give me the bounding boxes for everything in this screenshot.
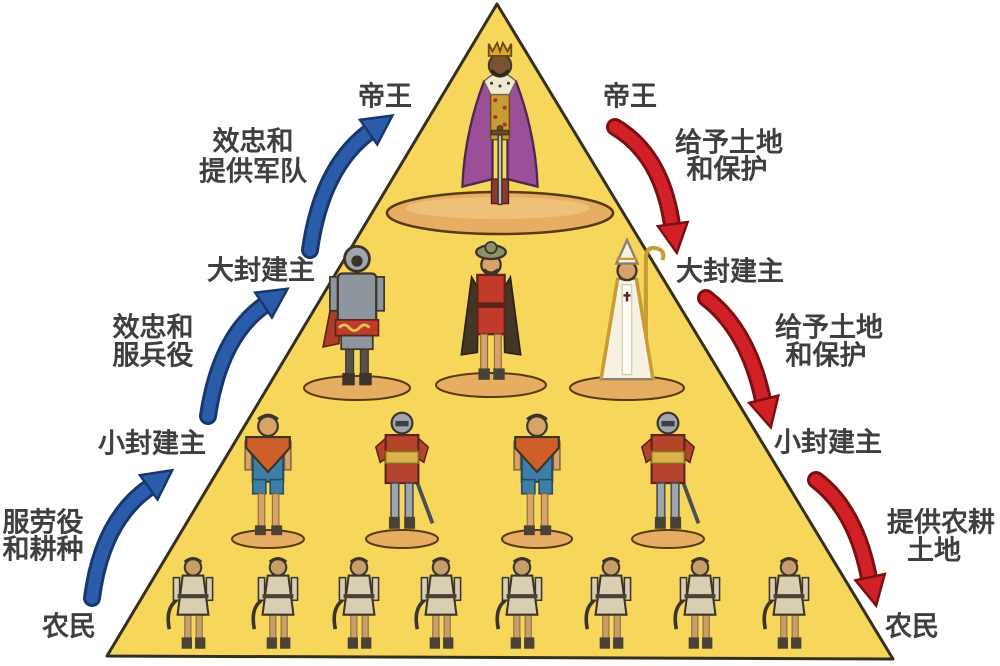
peasant-label-right: 农民 bbox=[885, 611, 939, 643]
peasant-label-left: 农民 bbox=[42, 611, 96, 643]
farmland-label-line2: 土地 bbox=[907, 535, 961, 567]
grant-land-label1-line2: 和保护 bbox=[686, 154, 768, 186]
blue-arrow-peasant-to-lesser bbox=[83, 456, 183, 607]
labor-farm-label-line2: 和耕种 bbox=[2, 534, 84, 566]
tier3-platform bbox=[365, 529, 439, 549]
labor-farm-label-line1: 服劳役 bbox=[2, 507, 84, 539]
fealty-service-label-line1: 效忠和 bbox=[112, 312, 194, 344]
king-label-left: 帝王 bbox=[358, 81, 412, 113]
tier3-platform bbox=[501, 529, 573, 549]
lesser-lord-label-right: 小封建主 bbox=[774, 427, 882, 459]
grant-land-label2-line2: 和保护 bbox=[785, 340, 867, 372]
tier3-platform bbox=[231, 529, 305, 549]
lesser-lord-label-left: 小封建主 bbox=[98, 428, 206, 460]
grant-land-label2-line1: 给予土地 bbox=[775, 312, 883, 344]
fealty-army-label-line1: 效忠和 bbox=[212, 126, 294, 158]
farmland-label-line1: 提供农耕 bbox=[887, 507, 995, 539]
great-lord-label-left: 大封建主 bbox=[207, 255, 315, 287]
blue-arrow-great-to-king bbox=[301, 101, 403, 259]
blue-arrow-lesser-to-great bbox=[199, 275, 298, 425]
tier2-platform bbox=[435, 372, 547, 398]
tier3-platform bbox=[631, 529, 705, 549]
tier2-platform bbox=[303, 375, 411, 401]
fealty-army-label-line2: 提供军队 bbox=[199, 156, 307, 188]
great-lord-label-right: 大封建主 bbox=[676, 256, 784, 288]
fealty-service-label-line2: 服兵役 bbox=[112, 340, 194, 372]
king-label-right: 帝王 bbox=[603, 81, 657, 113]
red-arrow-lesser-to-peasant bbox=[807, 471, 893, 610]
red-arrow-great-to-lesser bbox=[697, 289, 787, 433]
red-arrow-king-to-great bbox=[606, 118, 693, 257]
grant-land-label1-line1: 给予土地 bbox=[675, 127, 783, 159]
